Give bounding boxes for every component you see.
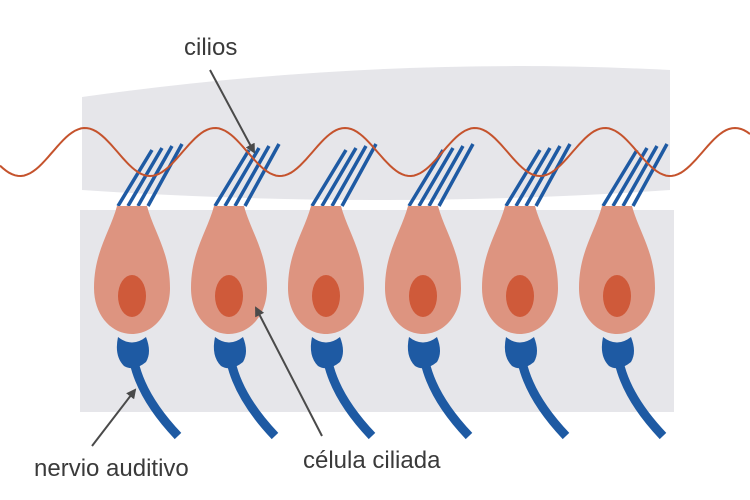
cell-body (191, 206, 267, 334)
basilar-band (80, 210, 674, 412)
hair-cell (288, 143, 378, 334)
nerve-label: nervio auditivo (34, 455, 189, 482)
cell-body (579, 206, 655, 334)
nucleus (409, 275, 437, 317)
cilium (243, 143, 281, 207)
cilium (417, 147, 455, 207)
nerve-fiber (420, 360, 473, 440)
cell-body (288, 206, 364, 334)
hair-cell (191, 143, 281, 334)
cilia-label: cilios (184, 34, 238, 61)
cilium (233, 145, 271, 207)
nerve-terminal (407, 337, 440, 369)
nucleus (118, 275, 146, 317)
cilia-arrow (209, 69, 255, 154)
cilium (631, 143, 669, 207)
cilium (146, 143, 184, 207)
cilium (504, 149, 542, 207)
cilium (340, 143, 378, 207)
nerve-fiber (129, 360, 182, 440)
nerve-terminal (116, 337, 149, 369)
cilium (437, 143, 475, 207)
nucleus (603, 275, 631, 317)
cilium (213, 149, 251, 207)
nerve-terminal (504, 337, 537, 369)
cilium (534, 143, 572, 207)
cilium (427, 145, 465, 207)
nerve-fiber (226, 360, 279, 440)
nerve-terminal (213, 337, 246, 369)
nucleus (215, 275, 243, 317)
hair-cell (94, 143, 184, 334)
nerve-fiber (614, 360, 667, 440)
nucleus (312, 275, 340, 317)
nucleus (506, 275, 534, 317)
cell-body (482, 206, 558, 334)
cilium (330, 145, 368, 207)
cilium (320, 147, 358, 207)
cilium (601, 149, 639, 207)
nerve-arrow (91, 388, 137, 447)
hair-cell-arrow (255, 306, 323, 437)
cilium (514, 147, 552, 207)
nerve-fiber (517, 360, 570, 440)
hair-cell (385, 143, 475, 334)
nerve-fibers (116, 337, 667, 440)
cilium (621, 145, 659, 207)
hair-cells (94, 143, 669, 334)
nerve-terminal (310, 337, 343, 369)
tectorial-membrane (82, 66, 670, 200)
hair-cell-label: célula ciliada (303, 447, 441, 474)
cilium (126, 147, 164, 207)
cilium (310, 149, 348, 207)
cell-body (385, 206, 461, 334)
sound-wave (0, 126, 750, 178)
cell-body (94, 206, 170, 334)
nerve-fiber (323, 360, 376, 440)
nerve-terminal (601, 337, 634, 369)
hair-cell (482, 143, 572, 334)
cilium (116, 149, 154, 207)
